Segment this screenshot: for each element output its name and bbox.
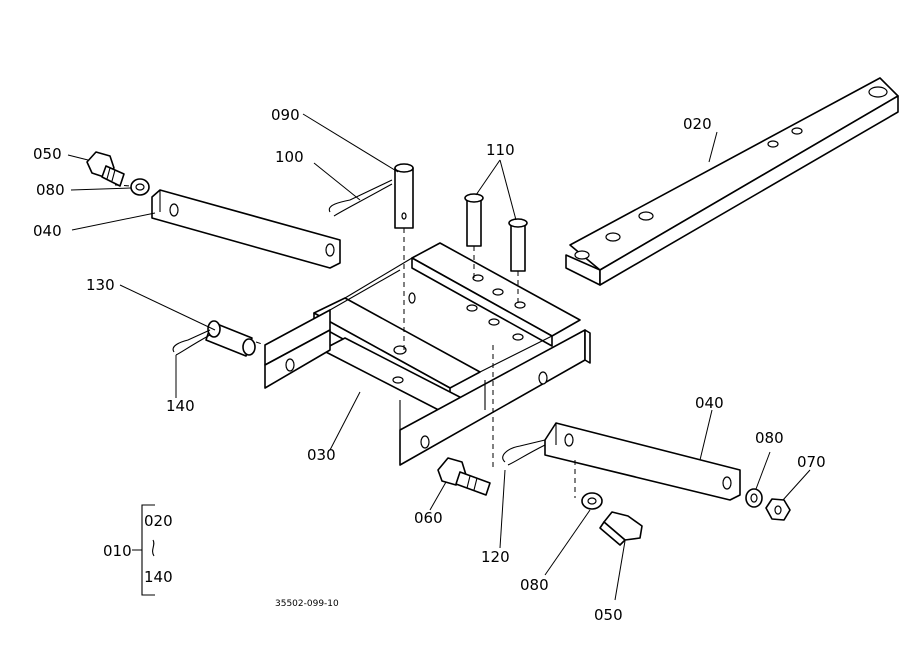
callout-040-left: 040: [33, 222, 62, 240]
callout-140: 140: [166, 397, 195, 415]
alignment-lines: [114, 184, 576, 498]
washer-080-bottom: [581, 492, 603, 510]
link-plate-040-left: [151, 189, 341, 269]
callout-060: 060: [414, 509, 443, 527]
pin-130: [205, 320, 256, 357]
pin-110-a: [464, 193, 484, 247]
callout-030: 030: [307, 446, 336, 464]
frame-030: [264, 242, 591, 466]
link-plate-040-right: [544, 422, 741, 501]
bolt-050-top: [86, 151, 125, 187]
callout-080-top: 080: [36, 181, 65, 199]
washer-080-right: [745, 488, 763, 508]
pin-090: [394, 163, 414, 229]
leader-lines: [67, 113, 811, 601]
callout-050-bottom: 050: [594, 606, 623, 624]
assembly-range-end: 140: [144, 568, 173, 586]
callout-090: 090: [271, 106, 300, 124]
callout-130: 130: [86, 276, 115, 294]
clip-140: [172, 329, 211, 356]
pin-110-b: [508, 218, 528, 272]
callout-110: 110: [486, 141, 515, 159]
callout-080-bottom: 080: [520, 576, 549, 594]
clip-120: [502, 439, 546, 466]
callout-050-top: 050: [33, 145, 62, 163]
drawing-number: 35502-099-10: [275, 599, 339, 609]
drawbar-020: [565, 77, 899, 286]
assembly-label-010: 010: [103, 542, 132, 560]
assembly-bracket: [132, 504, 155, 596]
clip-100: [328, 179, 393, 217]
bolt-050-bottom: [599, 511, 643, 546]
nut-070: [765, 498, 791, 521]
callout-080-right: 080: [755, 429, 784, 447]
callout-100: 100: [275, 148, 304, 166]
washer-080-top: [130, 178, 150, 196]
callout-040-right: 040: [695, 394, 724, 412]
callout-120: 120: [481, 548, 510, 566]
callout-070: 070: [797, 453, 826, 471]
assembly-range-start: 020: [144, 512, 173, 530]
bolt-060: [437, 457, 491, 496]
callout-020: 020: [683, 115, 712, 133]
